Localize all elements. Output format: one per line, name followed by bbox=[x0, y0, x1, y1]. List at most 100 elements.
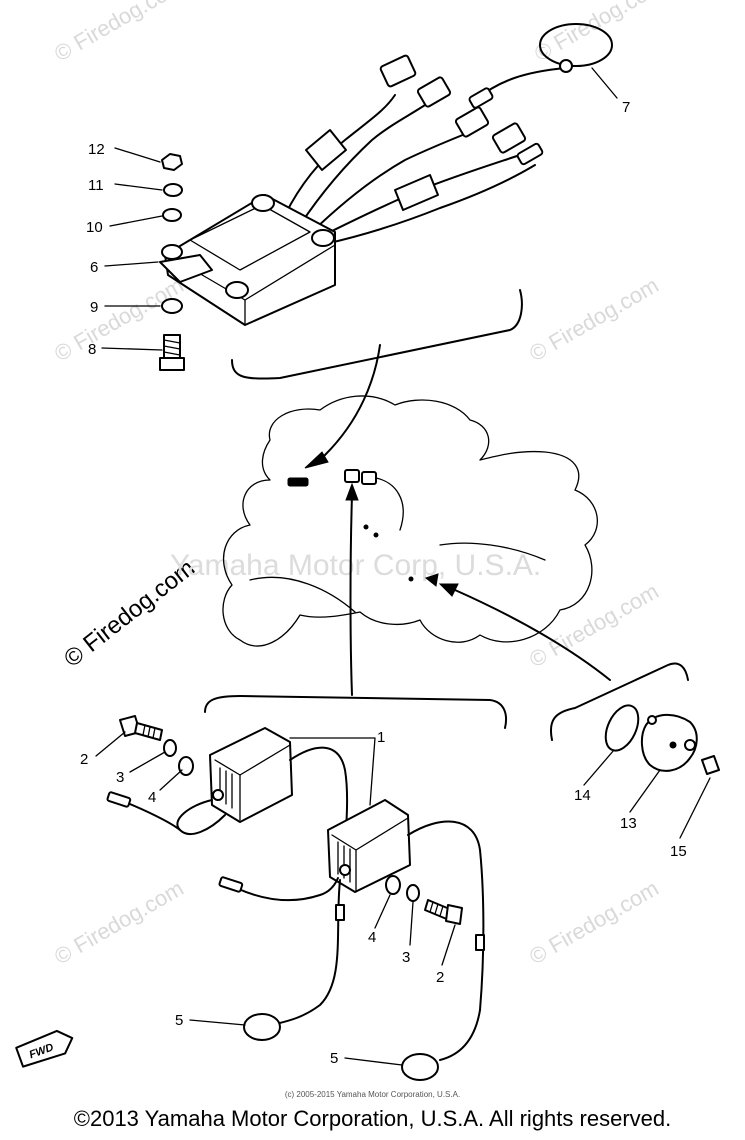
callout-4-lower: 4 bbox=[368, 929, 376, 946]
plug-cap-lower bbox=[401, 1053, 439, 1081]
leader-lines bbox=[95, 67, 711, 1066]
motorcycle-detail-1 bbox=[249, 576, 356, 613]
leader-15 bbox=[679, 777, 711, 839]
leader-6 bbox=[104, 261, 159, 267]
lock-washer-11 bbox=[163, 183, 183, 197]
ignition-coil-lower bbox=[218, 799, 485, 1011]
cdi-box-top-panel bbox=[189, 204, 311, 271]
connector-c bbox=[454, 106, 490, 138]
copyright-footer: ©2013 Yamaha Motor Corporation, U.S.A. A… bbox=[73, 1106, 672, 1131]
bolt-8-thread bbox=[163, 339, 181, 356]
motorcycle-outline bbox=[222, 395, 598, 647]
connector-b bbox=[416, 76, 452, 108]
cdi-hardware bbox=[159, 153, 185, 371]
leader-3-lower bbox=[409, 901, 414, 946]
cdi-boss-3 bbox=[225, 281, 249, 299]
callout-14: 14 bbox=[574, 787, 591, 804]
watermark-lower-right: © Firedog.com bbox=[525, 578, 663, 672]
plug-cap-upper bbox=[243, 1013, 281, 1041]
cdi-arrow-line bbox=[324, 344, 381, 456]
cdi-arrow-head bbox=[304, 451, 329, 469]
callout-7: 7 bbox=[622, 99, 630, 116]
callout-9: 9 bbox=[90, 299, 98, 316]
nut-12 bbox=[161, 153, 183, 171]
leader-5-upper bbox=[189, 1019, 246, 1026]
cdi-group-bracket bbox=[231, 289, 523, 380]
leader-11 bbox=[114, 183, 163, 191]
plug-marker-1 bbox=[373, 532, 379, 538]
leader-1 bbox=[289, 737, 376, 806]
callout-1: 1 bbox=[377, 729, 385, 746]
cover-parts bbox=[604, 704, 720, 775]
callout-5-upper: 5 bbox=[175, 1012, 183, 1029]
cdi-boss-1 bbox=[251, 194, 275, 212]
coil-upper-connector bbox=[106, 791, 132, 808]
coil-location-marker-2 bbox=[361, 471, 377, 485]
leader-14 bbox=[583, 749, 615, 786]
small-marker bbox=[408, 576, 414, 582]
washer-4-upper bbox=[178, 756, 194, 776]
callout-11: 11 bbox=[88, 177, 104, 194]
coil-lower-primary-wire bbox=[229, 877, 339, 902]
leader-3-upper bbox=[129, 751, 166, 773]
lock-washer-3-upper bbox=[163, 739, 177, 757]
connector-a bbox=[379, 54, 417, 88]
lock-washer-3-lower bbox=[406, 884, 420, 902]
callout-labels: 12 11 10 6 9 8 7 1 2 3 4 4 3 2 5 5 14 13… bbox=[80, 99, 687, 1067]
cover-13 bbox=[640, 713, 698, 772]
bolt-2-thread-upper bbox=[142, 724, 156, 739]
cover-arrow-head bbox=[438, 583, 459, 597]
plug-lead-upper bbox=[271, 879, 341, 1026]
leader-12 bbox=[114, 147, 161, 163]
leader-7 bbox=[591, 67, 618, 99]
coil-lower-terminal bbox=[339, 864, 351, 876]
bolt-2-thread-lower bbox=[429, 901, 444, 917]
cover-group-bracket bbox=[550, 662, 689, 741]
harness-wire-1 bbox=[284, 94, 396, 216]
leader-8 bbox=[101, 347, 163, 351]
callout-12: 12 bbox=[88, 141, 105, 158]
connector-d bbox=[491, 122, 527, 154]
cover-13-hole-1 bbox=[669, 741, 677, 749]
callout-2-upper: 2 bbox=[80, 751, 88, 768]
lead-7-terminal bbox=[559, 59, 573, 73]
cdi-bracket bbox=[159, 254, 213, 283]
leader-4-upper bbox=[159, 769, 183, 791]
leader-4-lower bbox=[374, 894, 391, 929]
leader-13 bbox=[629, 769, 661, 813]
leader-10 bbox=[109, 215, 163, 227]
cover-arrow-line bbox=[454, 589, 611, 681]
harness-sleeve-1 bbox=[305, 129, 347, 171]
plug-marker-2 bbox=[363, 524, 369, 530]
leader-2-lower bbox=[441, 924, 456, 966]
cover-13-hole-3 bbox=[647, 715, 657, 725]
coil-lower-connector bbox=[218, 876, 244, 893]
harness-wire-3 bbox=[311, 129, 476, 233]
leader-5-lower bbox=[344, 1057, 403, 1066]
plug-caps bbox=[243, 879, 485, 1081]
coil-hardware-upper bbox=[119, 715, 194, 776]
watermark-top-right: © Firedog.com bbox=[530, 0, 668, 66]
coil-arrow-line bbox=[349, 494, 353, 696]
callout-2-lower: 2 bbox=[436, 969, 444, 986]
ground-lead-7 bbox=[468, 23, 613, 109]
cdi-location-marker bbox=[287, 477, 309, 487]
leader-2-upper bbox=[95, 731, 126, 757]
coil-location-marker-1 bbox=[344, 469, 360, 483]
callout-3-upper: 3 bbox=[116, 769, 124, 786]
callout-8: 8 bbox=[88, 341, 96, 358]
callout-10: 10 bbox=[86, 219, 103, 236]
washer-9 bbox=[161, 298, 183, 314]
bolt-8-head bbox=[159, 357, 185, 371]
cdi-boss-4 bbox=[161, 244, 183, 260]
coil-arrow-head bbox=[345, 482, 359, 501]
cover-13-hole-2 bbox=[684, 739, 696, 751]
o-ring-14 bbox=[604, 704, 640, 752]
small-copyright: (c) 2005-2015 Yamaha Motor Corporation, … bbox=[284, 1090, 461, 1099]
callout-3-lower: 3 bbox=[402, 949, 410, 966]
washer-10 bbox=[162, 208, 182, 222]
connector-e bbox=[516, 142, 544, 166]
harness-wire-2 bbox=[299, 104, 426, 226]
